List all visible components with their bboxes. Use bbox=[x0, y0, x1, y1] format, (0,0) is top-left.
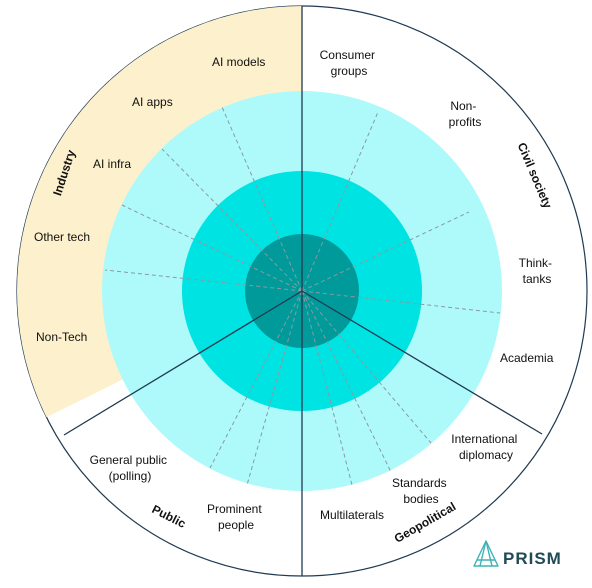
label-academia: Academia bbox=[500, 351, 554, 365]
label-non-profits: Non- profits bbox=[449, 99, 482, 129]
label-think-tanks: Think- tanks bbox=[519, 256, 556, 286]
prism-logo-icon bbox=[473, 540, 499, 567]
label-multilaterals: Multilaterals bbox=[320, 508, 384, 522]
segment-dividers bbox=[104, 106, 501, 486]
label-ai-apps: AI apps bbox=[132, 95, 173, 109]
label-ai-infra: AI infra bbox=[93, 157, 131, 171]
label-ai-models: AI models bbox=[212, 55, 265, 69]
label-international-diplomacy: International diplomacy bbox=[451, 432, 520, 462]
brand-name: PRISM bbox=[503, 549, 562, 568]
label-consumer-groups: Consumer groups bbox=[320, 48, 379, 78]
label-standards-bodies: Standards bodies bbox=[392, 476, 450, 506]
label-non-tech: Non-Tech bbox=[36, 330, 87, 344]
label-prominent-people: Prominent people bbox=[207, 502, 265, 532]
sector-dividers bbox=[63, 6, 543, 576]
label-general-public: General public (polling) bbox=[90, 453, 171, 483]
label-other-tech: Other tech bbox=[34, 230, 90, 244]
